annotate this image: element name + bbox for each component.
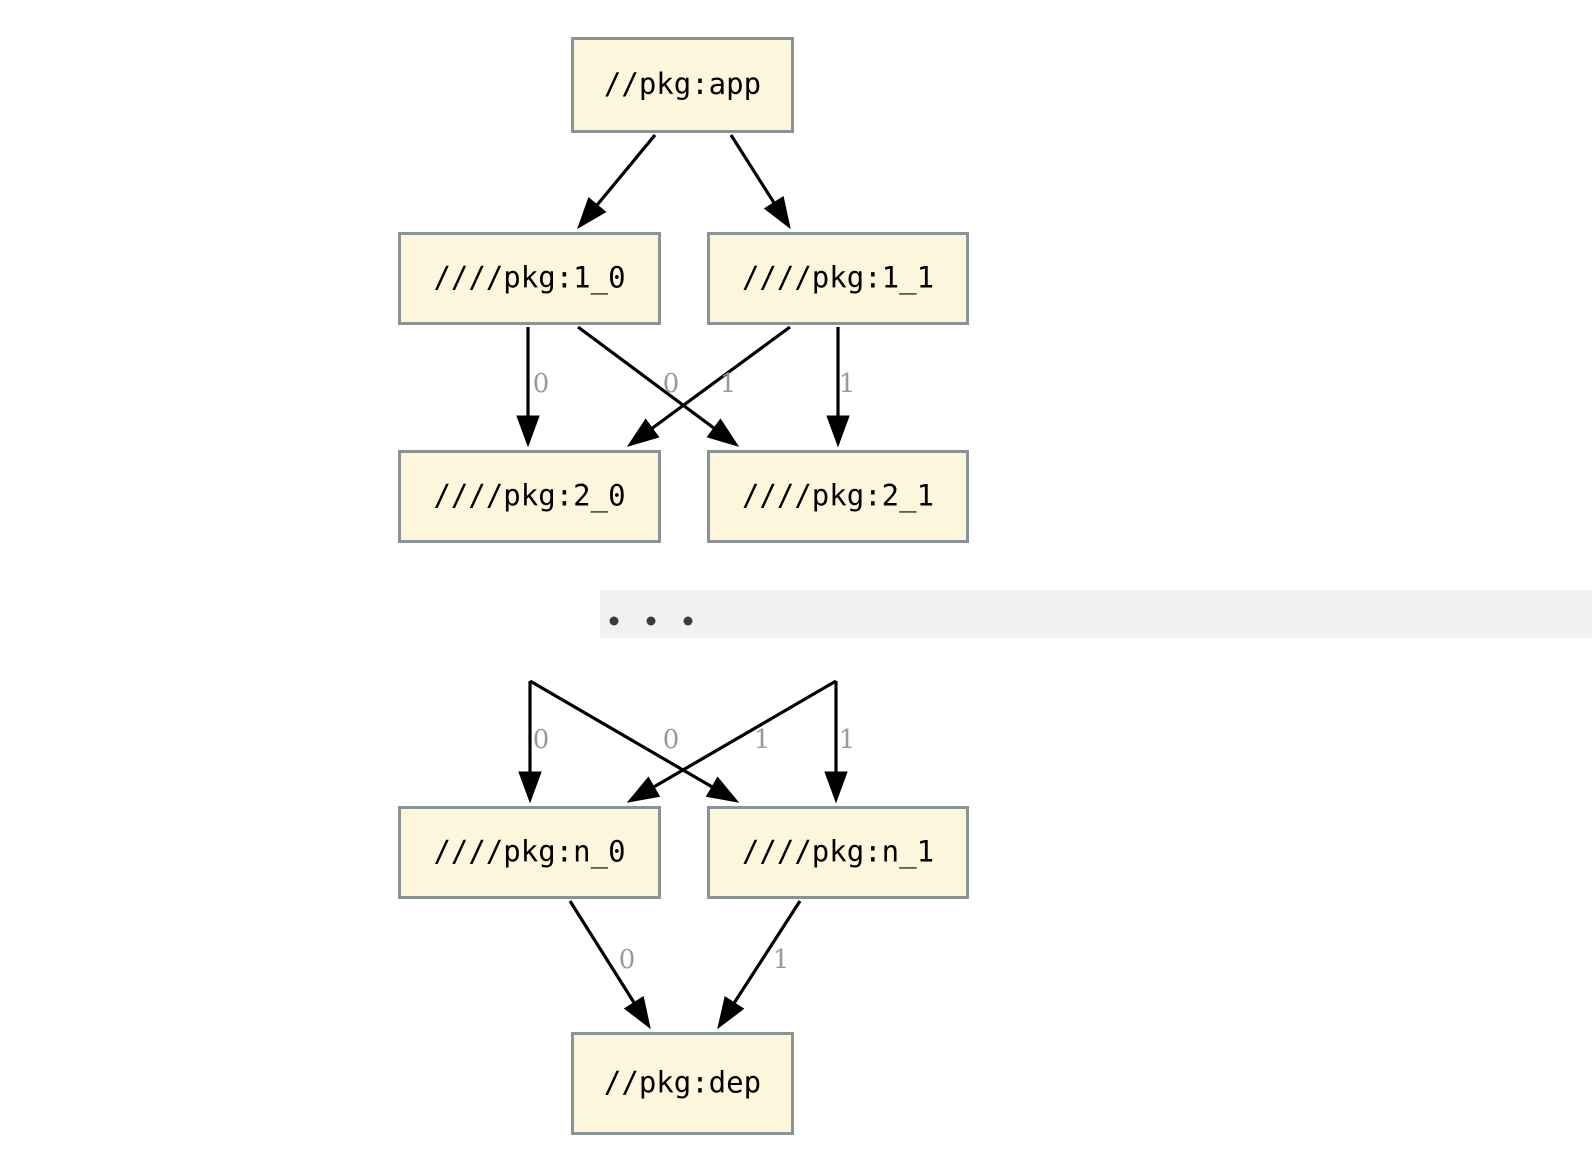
edge-arrowhead — [705, 776, 740, 803]
edge-arrowhead — [518, 771, 542, 804]
ellipsis-band — [600, 590, 1592, 638]
graph-node-dep[interactable]: //pkg:dep — [571, 1032, 794, 1135]
node-label: ////pkg:2_0 — [433, 479, 625, 514]
node-box[interactable] — [571, 1032, 794, 1135]
node-box[interactable] — [398, 806, 661, 899]
node-box[interactable] — [707, 450, 969, 543]
node-label: //pkg:dep — [604, 1066, 761, 1100]
graph-node-app[interactable]: //pkg:app — [571, 37, 794, 133]
edge-label: 1 — [839, 369, 856, 399]
graph-edge: 0 — [518, 681, 550, 804]
edge-label: 1 — [720, 369, 737, 399]
graph-node-n1_0[interactable]: ////pkg:1_0 — [398, 232, 661, 325]
graph-edge — [577, 133, 657, 230]
edge-label: 0 — [619, 945, 636, 975]
graph-node-nn_1[interactable]: ////pkg:n_1 — [707, 806, 969, 899]
node-box[interactable] — [398, 232, 661, 325]
edge-line — [593, 133, 657, 209]
edge-arrowhead — [824, 771, 848, 804]
ellipsis-dot — [683, 616, 693, 626]
edges-layer: 0 0 1 1 0 0 1 1 0 1 — [516, 133, 856, 1030]
graph-node-n2_1[interactable]: ////pkg:2_1 — [707, 450, 969, 543]
edge-label: 0 — [533, 369, 550, 399]
graph-node-nn_0[interactable]: ////pkg:n_0 — [398, 806, 661, 899]
edge-line — [649, 679, 837, 791]
node-box[interactable] — [707, 806, 969, 899]
ellipsis-separator — [600, 590, 1592, 638]
edge-label: 0 — [663, 725, 680, 755]
edge-line — [577, 325, 719, 432]
edge-arrowhead — [826, 415, 850, 448]
edge-label: 1 — [839, 725, 856, 755]
edge-arrowhead — [516, 415, 540, 448]
edge-label: 0 — [663, 369, 680, 399]
node-box[interactable] — [571, 37, 794, 133]
edge-arrowhead — [717, 996, 745, 1030]
edge-arrowhead — [626, 418, 660, 447]
edge-label: 0 — [533, 725, 550, 755]
graph-edge: 0 — [577, 325, 740, 447]
graph-edge: 1 — [826, 327, 856, 448]
edge-line — [529, 679, 717, 791]
edge-arrowhead — [577, 197, 607, 230]
edge-label: 1 — [754, 725, 771, 755]
ellipsis-dot — [646, 616, 656, 626]
ellipsis-dot — [609, 616, 619, 626]
node-box[interactable] — [398, 450, 661, 543]
graph-edge — [729, 134, 791, 230]
nodes-layer: //pkg:app ////pkg:1_0 ////pkg:1_1 ////pkg:2… — [398, 37, 969, 1135]
edge-line — [730, 900, 802, 1008]
graph-edge: 0 — [516, 327, 550, 448]
edge-label: 1 — [773, 945, 790, 975]
graph-edge: 0 — [568, 900, 651, 1030]
graph-edge: 1 — [824, 681, 856, 804]
node-box[interactable] — [707, 232, 969, 325]
graph-edge: 1 — [626, 325, 791, 447]
graph-node-n1_1[interactable]: ////pkg:1_1 — [707, 232, 969, 325]
edge-line — [648, 325, 791, 432]
graph-edge: 1 — [717, 900, 802, 1030]
edge-line — [568, 900, 638, 1007]
edge-line — [729, 134, 778, 207]
node-label: ////pkg:n_1 — [742, 835, 934, 870]
edge-arrowhead — [623, 995, 651, 1030]
edge-arrowhead — [706, 418, 740, 447]
node-label: ////pkg:1_0 — [433, 261, 625, 296]
graph-edge: 1 — [626, 679, 837, 803]
node-label: ////pkg:2_1 — [742, 479, 934, 514]
edge-arrowhead — [626, 776, 661, 803]
node-label: ////pkg:1_1 — [742, 261, 934, 296]
graph-edge: 0 — [529, 679, 740, 803]
node-label: //pkg:app — [604, 67, 761, 101]
node-label: ////pkg:n_0 — [433, 835, 625, 870]
edge-arrowhead — [763, 195, 791, 230]
graph-node-n2_0[interactable]: ////pkg:2_0 — [398, 450, 661, 543]
